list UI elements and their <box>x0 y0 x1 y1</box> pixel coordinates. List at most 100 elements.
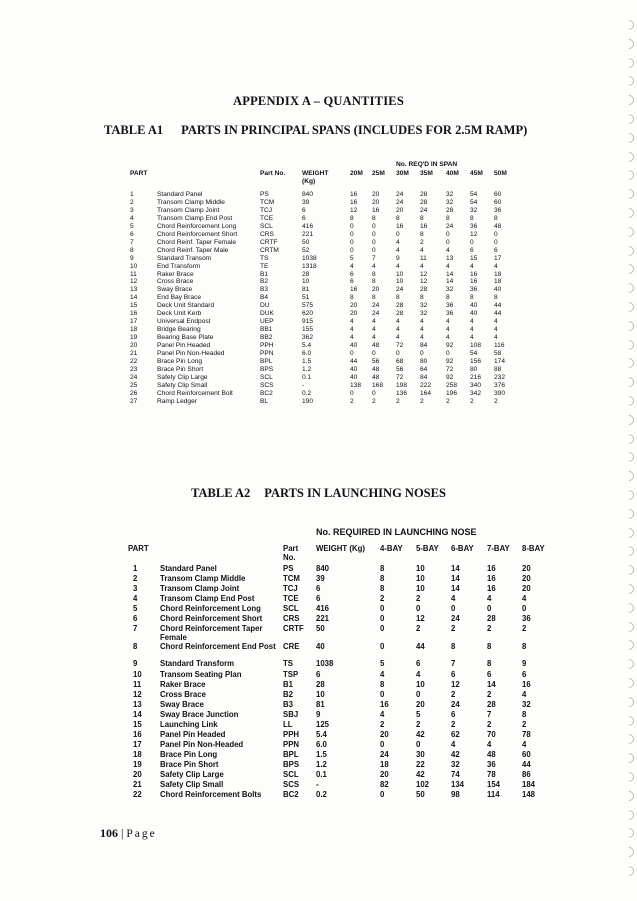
qty-cell: 10 <box>396 278 404 286</box>
binding-ring <box>621 55 637 70</box>
qty-cell: 32 <box>446 198 454 206</box>
qty-cell: 32 <box>446 286 454 294</box>
row-number: 4 <box>130 214 134 222</box>
qty-cell: 0 <box>416 604 421 614</box>
row-number: 21 <box>130 350 138 357</box>
qty-cell: 36 <box>470 286 478 294</box>
qty-cell: 8 <box>446 294 450 302</box>
row-number: 10 <box>130 262 138 270</box>
qty-cell: 82 <box>380 780 389 790</box>
qty-cell: 28 <box>420 191 428 198</box>
row-number: 13 <box>133 699 142 709</box>
qty-cell: 10 <box>416 564 425 573</box>
qty-cell: 40 <box>470 302 478 310</box>
qty-cell: 32 <box>522 699 531 709</box>
part-no: CRS <box>260 230 274 238</box>
qty-cell: 6 <box>350 278 354 286</box>
weight: 620 <box>302 310 314 318</box>
binding-ring <box>621 318 637 333</box>
qty-cell: 2 <box>380 719 385 729</box>
qty-cell: 0 <box>416 739 421 749</box>
part-no: PPH <box>260 342 274 350</box>
row-number: 27 <box>130 397 138 405</box>
qty-cell: 16 <box>396 222 404 230</box>
binding-ring <box>621 769 637 785</box>
part-no: B1 <box>260 270 269 278</box>
qty-cell: 2 <box>446 397 450 405</box>
qty-cell: 28 <box>420 198 428 206</box>
weight: 6.0 <box>302 350 312 357</box>
qty-cell: 2 <box>396 397 400 405</box>
part-no: TE <box>260 262 269 270</box>
qty-cell: 2 <box>522 624 527 634</box>
qty-cell: 80 <box>470 365 478 373</box>
row-number: 20 <box>130 342 138 350</box>
weight: 6.0 <box>316 739 327 749</box>
part-no: B3 <box>283 699 293 709</box>
qty-cell: 68 <box>396 357 404 365</box>
qty-cell: 62 <box>451 729 460 739</box>
qty-cell: 44 <box>494 310 502 318</box>
binding-ring <box>621 581 637 597</box>
qty-cell: 24 <box>396 198 404 206</box>
binding-ring <box>621 563 637 578</box>
weight: 1.2 <box>316 759 327 769</box>
qty-cell: 98 <box>451 790 460 800</box>
qty-cell: 8 <box>420 294 424 302</box>
qty-cell: 14 <box>487 679 496 689</box>
qty-cell: 4 <box>487 739 492 749</box>
qty-cell: 6 <box>416 659 421 669</box>
qty-cell: 4 <box>350 262 354 270</box>
qty-cell: 2 <box>380 594 385 604</box>
footer-separator: | <box>121 826 124 840</box>
part-name: Brace Pin Short <box>157 365 204 373</box>
part-name: Bearing Base Plate <box>157 334 214 342</box>
qty-cell: 0 <box>350 389 354 397</box>
part-name: Panel Pin Headed <box>157 342 211 350</box>
qty-cell: 13 <box>446 254 454 262</box>
table-a2-group-header: No. REQUIRED IN LAUNCHING NOSE <box>316 527 477 537</box>
part-no: B4 <box>260 294 269 302</box>
column-header-bay-1: 5-BAY <box>416 544 439 553</box>
qty-cell: 0 <box>380 604 385 614</box>
appendix-title: APPENDIX A – QUANTITIES <box>233 94 404 108</box>
weight: 39 <box>302 198 310 206</box>
qty-cell: 4 <box>494 318 498 326</box>
column-header-weight: WEIGHT (Kg) <box>302 170 329 185</box>
qty-cell: 4 <box>487 594 492 604</box>
column-header-span-3: 35M <box>420 170 433 177</box>
qty-cell: 4 <box>494 262 498 270</box>
weight: 0.2 <box>302 389 312 397</box>
qty-cell: 24 <box>420 206 428 214</box>
page-number: 106 <box>100 826 118 840</box>
weight: 840 <box>316 564 330 573</box>
qty-cell: 32 <box>451 759 460 769</box>
binding-ring <box>621 74 637 89</box>
part-no: SCL <box>283 604 299 614</box>
row-number: 14 <box>133 709 142 719</box>
part-name: Panel Pin Non-Headed <box>157 350 225 357</box>
qty-cell: 6 <box>494 246 498 254</box>
weight: 10 <box>302 278 310 286</box>
qty-cell: 20 <box>416 699 425 709</box>
row-number: 18 <box>133 749 142 759</box>
part-name: Transom Seating Plan <box>160 669 242 679</box>
qty-cell: 16 <box>372 206 380 214</box>
part-no: DUK <box>260 310 274 318</box>
part-no: SCL <box>260 222 273 230</box>
part-no: UEP <box>260 318 274 326</box>
binding-ring <box>621 694 637 709</box>
weight: 0.1 <box>316 770 327 780</box>
qty-cell: 4 <box>396 318 400 326</box>
part-name: Launching Link <box>160 719 218 729</box>
weight: 1.2 <box>302 365 312 373</box>
qty-cell: 20 <box>522 574 531 584</box>
part-name: Sway Brace <box>157 286 193 294</box>
part-name: Standard Panel <box>157 191 203 198</box>
qty-cell: 64 <box>420 365 428 373</box>
part-no: PS <box>260 191 269 198</box>
qty-cell: 28 <box>396 302 404 310</box>
part-no: CRTM <box>260 246 279 254</box>
binding-ring <box>621 93 637 108</box>
